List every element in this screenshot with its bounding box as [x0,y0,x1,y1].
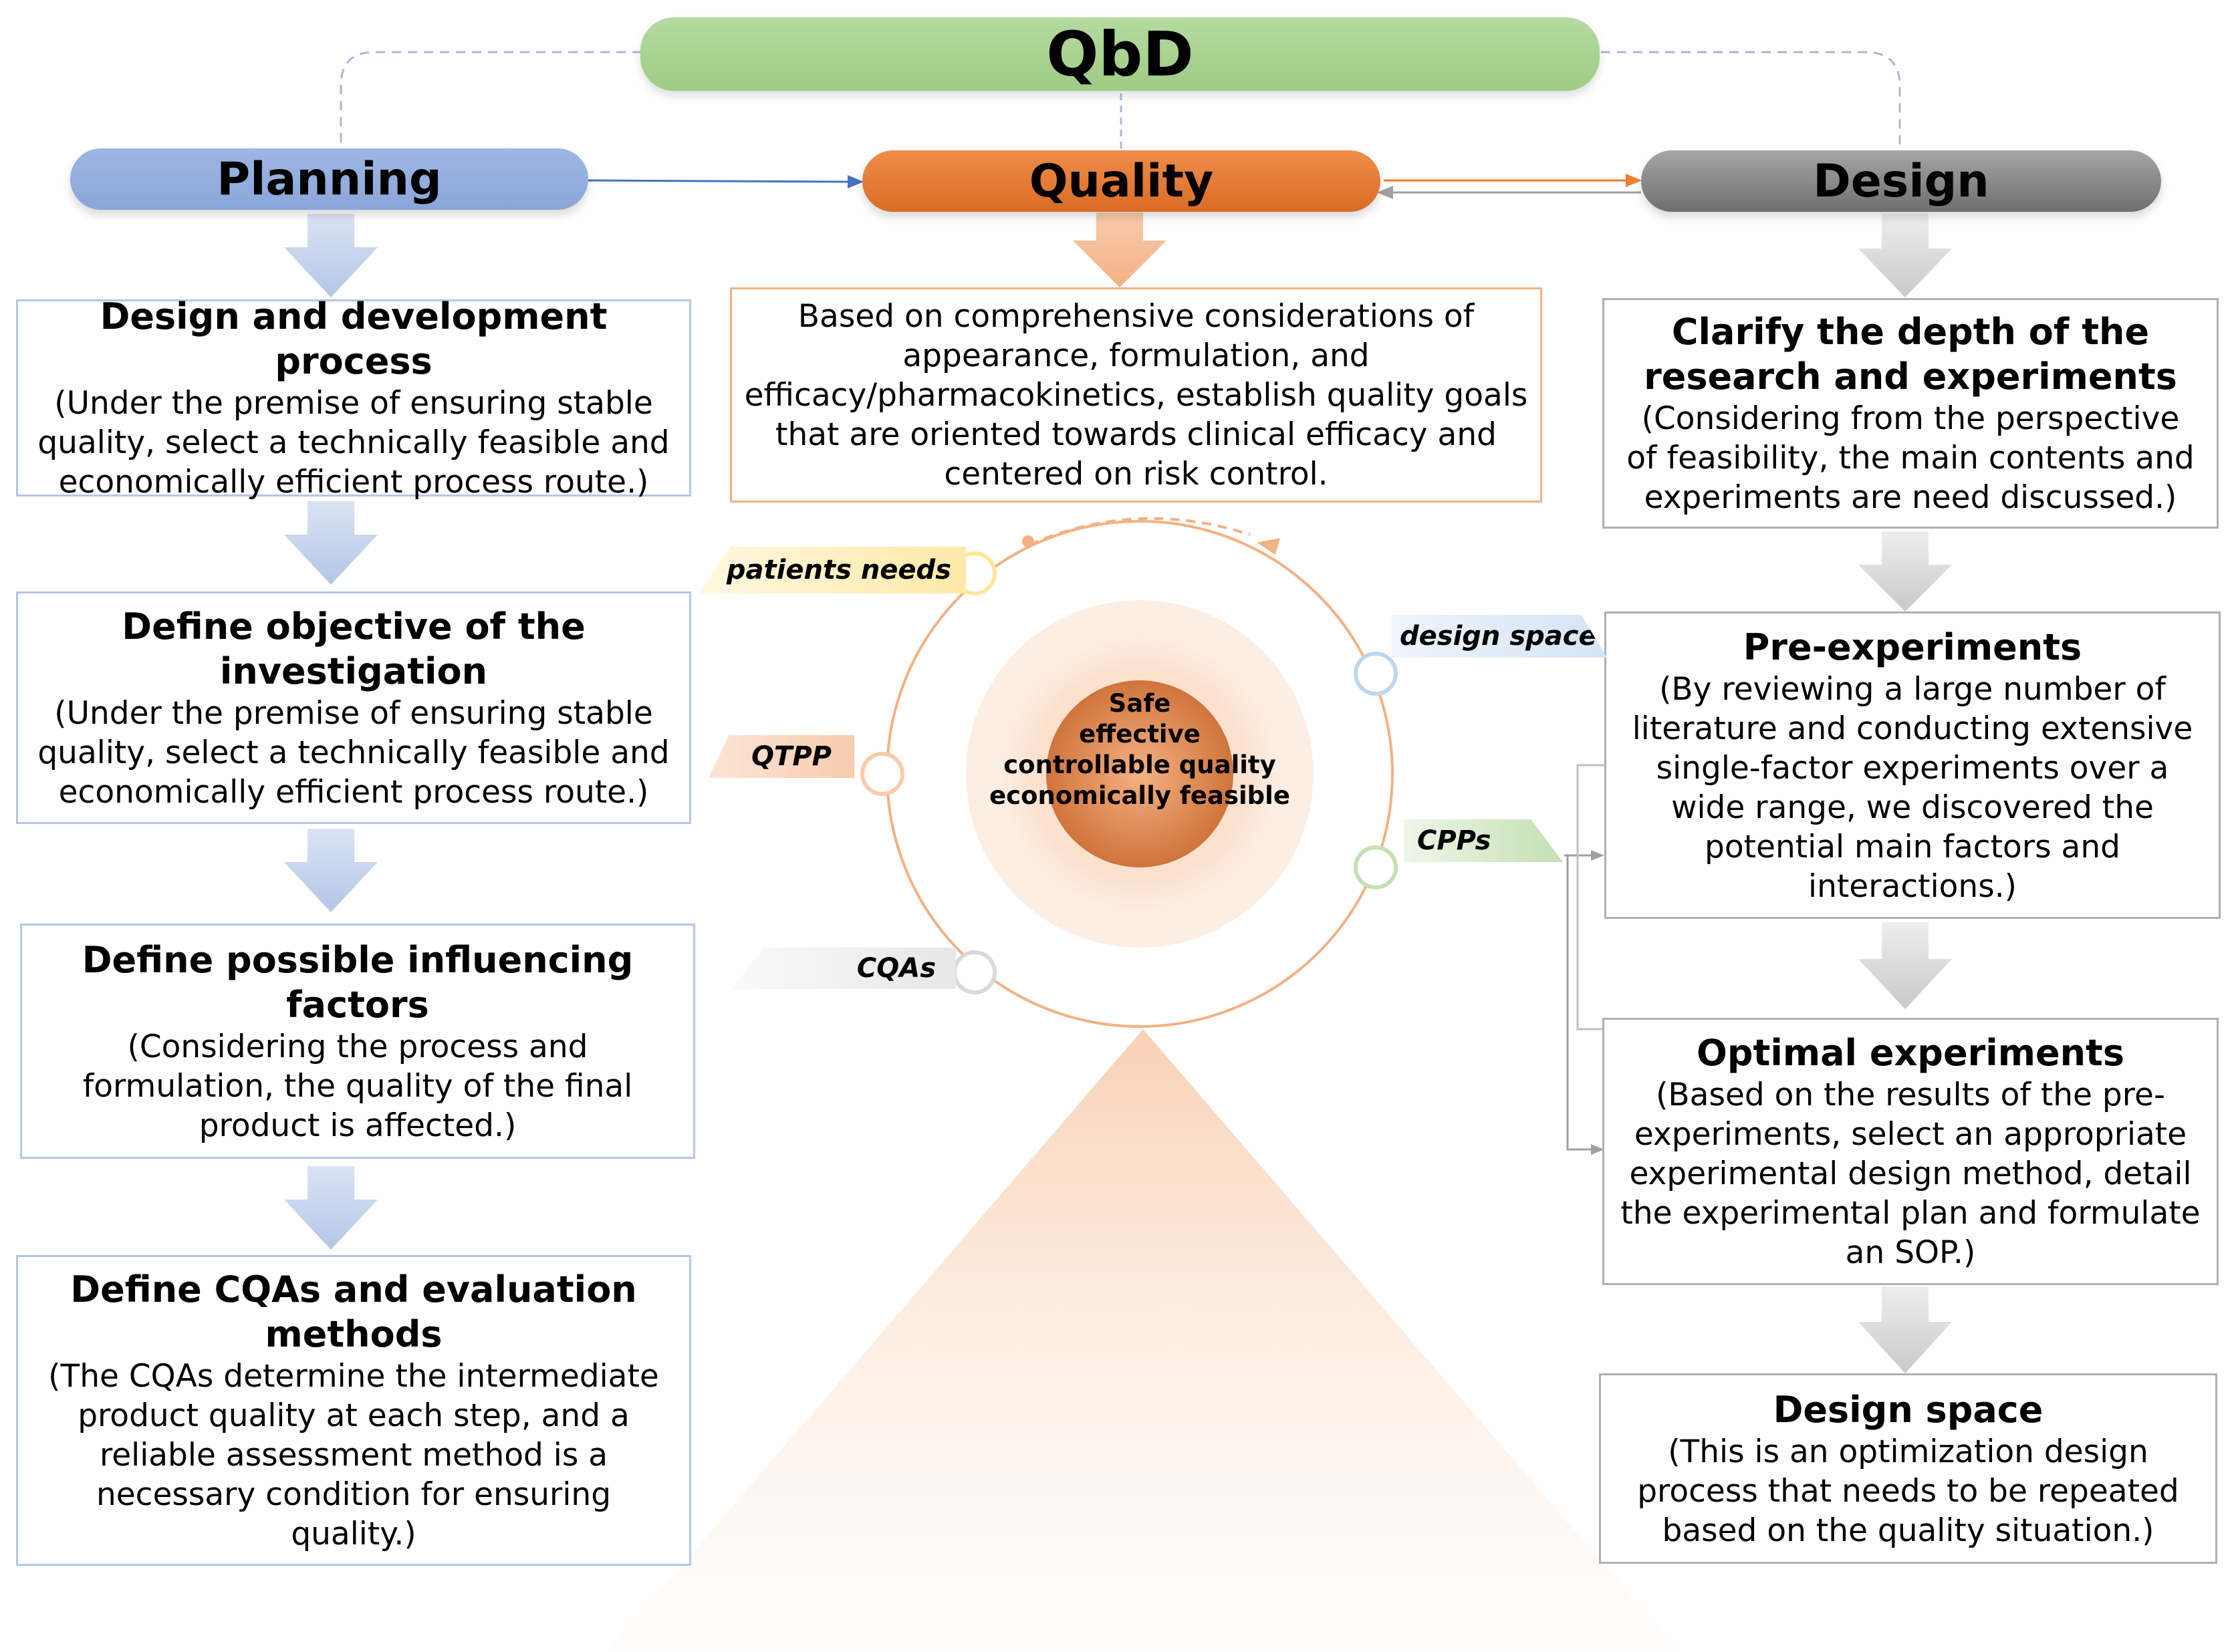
quality-desc-line: that are oriented towards clinical effic… [775,416,1497,453]
step-title: Optimal experiments [1696,1032,2125,1074]
step-desc-line: interactions.) [1808,867,2017,905]
step-desc-line: reliable assessment method is a [99,1437,608,1474]
step-title: Clarify the depth of the [1671,311,2150,353]
step-desc-line: formulation, the quality of the final [82,1067,633,1105]
design-pillar: Design [1641,150,2161,212]
step-title: research and experiments [1644,356,2177,398]
step-desc-line: (Under the premise of ensuring stable [54,385,653,422]
step-desc-line: experiments, select an appropriate [1634,1116,2187,1153]
step-desc-line: literature and conducting extensive [1632,710,2193,747]
step-title: Design space [1773,1388,2043,1431]
design-step-clarify-depth: Clarify the depth of the research and ex… [1602,298,2219,529]
tag-cpps: CPPs [1404,819,1563,862]
step-title: Define possible influencing [82,938,634,981]
tag-cqas: CQAs [732,948,956,989]
step-desc-line: economically efficient process route.) [58,773,649,811]
tag-patients-needs: patients needs [699,547,966,593]
design-label: Design [1813,154,1989,208]
step-desc-line: quality.) [291,1516,416,1552]
tag-qtpp: QTPP [709,735,854,778]
design-step-pre-experiments: Pre-experiments (By reviewing a large nu… [1604,611,2221,919]
step-title: Define CQAs and evaluation [70,1268,637,1311]
step-title: Pre-experiments [1743,626,2082,668]
step-desc-line: economically efficient process route.) [58,464,649,501]
planning-step-define-cqas: Define CQAs and evaluation methods (The … [16,1255,691,1566]
qbd-title-banner: QbD [640,17,1600,91]
step-desc-line: the experimental plan and formulate [1620,1195,2201,1232]
step-desc-line: (Considering from the perspective [1641,400,2180,437]
step-desc-line: quality, select a technically feasible a… [37,424,670,461]
step-desc-line: (Under the premise of ensuring stable [54,694,653,732]
step-desc-line: product is affected.) [199,1107,517,1144]
step-title: factors [286,983,429,1026]
planning-step-define-objective: Define objective of the investigation (U… [16,591,691,824]
step-desc-line: process that needs to be repeated [1637,1472,2179,1510]
step-desc-line: single-factor experiments over a [1656,749,2169,787]
step-desc-line: product quality at each step, and a [78,1397,630,1434]
step-desc-line: wide range, we discovered the [1671,789,2154,826]
quality-desc-line: Based on comprehensive considerations of [797,297,1475,335]
step-title: Define objective of the [122,605,586,648]
planning-pillar: Planning [70,148,588,210]
center-goal-line: controllable quality [1003,750,1276,779]
design-step-design-space: Design space (This is an optimization de… [1599,1373,2217,1564]
step-title: methods [265,1313,443,1355]
planning-step-influencing-factors: Define possible influencing factors (Con… [20,924,695,1159]
quality-desc-line: centered on risk control. [944,455,1328,493]
step-desc-line: (The CQAs determine the intermediate [48,1358,659,1395]
quality-desc-line: efficacy/pharmacokinetics, establish qua… [744,376,1528,414]
qbd-title: QbD [1046,18,1194,90]
quality-pillar: Quality [862,150,1380,212]
design-step-optimal-experiments: Optimal experiments (Based on the result… [1602,1018,2219,1285]
step-desc-line: experimental design method, detail [1629,1155,2192,1192]
step-desc-line: experiments are need discussed.) [1644,479,2177,516]
step-desc-line: (Based on the results of the pre- [1656,1077,2165,1113]
step-desc-line: of feasibility, the main contents and [1626,440,2195,476]
planning-label: Planning [217,152,442,206]
tag-design-space: design space [1392,615,1607,658]
step-desc-line: potential main factors and [1705,828,2120,865]
step-desc-line: (This is an optimization design [1668,1433,2148,1470]
center-goal-line: Safe [1108,689,1171,718]
quality-goals-box: Based on comprehensive considerations of… [730,287,1542,503]
step-desc-line: an SOP.) [1845,1234,1976,1271]
step-desc-line: quality, select a technically feasible a… [37,734,670,771]
step-title: investigation [219,650,488,692]
step-desc-line: (By reviewing a large number of [1659,670,2166,708]
step-title: Design and development process [100,295,608,382]
center-goal-line: effective [1079,720,1201,748]
quality-desc-line: appearance, formulation, and [902,337,1370,374]
planning-step-design-development: Design and development process (Under th… [16,295,691,501]
step-desc-line: (Considering the process and [127,1028,588,1065]
center-goals: Safe effective controllable quality econ… [973,688,1307,811]
center-goal-line: economically feasible [989,781,1290,810]
step-desc-line: based on the quality situation.) [1662,1512,2154,1549]
quality-label: Quality [1029,154,1214,208]
step-desc-line: necessary condition for ensuring [96,1476,612,1513]
